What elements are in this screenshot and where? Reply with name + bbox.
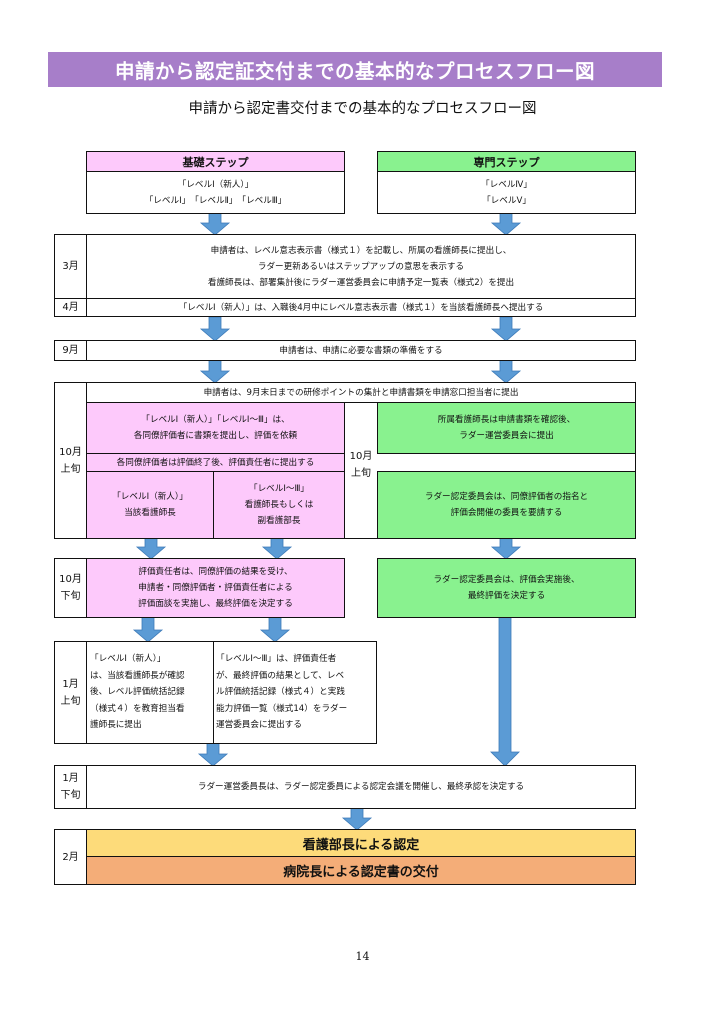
basic-level-list: 「レベルⅠ」 「レベルⅡ」 「レベルⅢ」	[144, 195, 287, 206]
time-october-early: 10月上旬	[54, 382, 87, 539]
page-number: 14	[355, 950, 370, 963]
evaluator-new-line-2: 当該看護師長	[124, 508, 176, 518]
final-evaluation-interview: 評価責任者は、同僚評価の結果を受け、 申請者・同僚評価者・評価責任者による 評価…	[86, 558, 345, 618]
flow-arrow	[490, 316, 522, 342]
record-submit-new: 「レベルⅠ（新人）」 は、当該看護師長が確認 後、レベル評価統括記録 （様式４）…	[86, 641, 214, 744]
evaluator-l13-line-2: 看護師長もしくは	[244, 500, 314, 510]
record-l13-line-2: が、最終評価の結果として、レベ	[216, 670, 345, 681]
record-l13-line-4: 能力評価一覧（様式14）をラダー	[216, 703, 348, 714]
committee-final-line-1: ラダー認定委員会は、評価会実施後、	[433, 575, 580, 585]
record-submit-level-1-3: 「レベルⅠ～Ⅲ」は、評価責任者 が、最終評価の結果として、レベ ル評価統括記録（…	[213, 641, 377, 744]
record-l13-line-5: 運営委員会に提出する	[216, 720, 302, 731]
april-step: 「レベルⅠ（新人）」は、入職後4月中にレベル意志表示書（様式１）を当該看護師長へ…	[86, 298, 636, 317]
september-text: 申請者は、申請に必要な書類の準備をする	[279, 345, 443, 356]
peer-request-line-1: 「レベルⅠ（新人）」「レベルⅠ～Ⅲ」は、	[141, 415, 290, 425]
flow-arrow	[490, 359, 522, 384]
expert-step-header: 専門ステップ	[377, 151, 636, 172]
flow-arrow	[341, 807, 373, 831]
peer-submit-text: 各同僚評価者は評価終了後、評価責任者に提出する	[116, 457, 315, 468]
final-approval-text: ラダー運営委員長は、ラダー認定委員による認定会議を開催し、最終承認を決定する	[197, 782, 525, 792]
record-l13-line-1: 「レベルⅠ～Ⅲ」は、評価責任者	[216, 654, 337, 665]
peer-request-line-2: 各同僚評価者に書類を提出し、評価を依頼	[133, 431, 298, 441]
head-nurse-line-1: 所属看護師長は申請書類を確認後、	[437, 415, 576, 425]
time-october-late: 10月下旬	[54, 558, 87, 618]
page-subtitle: 申請から認定書交付までの基本的なプロセスフロー図	[188, 101, 537, 117]
flow-arrow	[197, 742, 229, 767]
committee-nomination: ラダー認定委員会は、同僚評価者の指名と 評価会開催の委員を要請する	[377, 471, 636, 539]
september-step: 申請者は、申請に必要な書類の準備をする	[86, 340, 636, 361]
head-nurse-line-2: ラダー運営委員会に提出	[459, 431, 554, 441]
record-new-line-4: （様式４）を教育担当看	[90, 703, 185, 714]
interview-line-2: 申請者・同僚評価者・評価責任者による	[138, 583, 293, 593]
flow-arrow	[259, 616, 291, 643]
flow-arrow	[132, 616, 164, 643]
flow-arrow	[199, 212, 231, 236]
record-new-line-1: 「レベルⅠ（新人）」	[90, 654, 166, 665]
expert-step-levels: 「レベルⅣ」 「レベルⅤ」	[377, 171, 636, 214]
time-february: 2月	[54, 829, 87, 885]
committee-final-evaluation: ラダー認定委員会は、評価会実施後、 最終評価を決定する	[377, 558, 636, 618]
flow-arrow	[490, 212, 522, 236]
expert-level-5: 「レベルⅤ」	[482, 195, 531, 206]
flow-arrow	[490, 616, 520, 767]
final-approval-step: ラダー運営委員長は、ラダー認定委員による認定会議を開催し、最終承認を決定する	[86, 765, 636, 809]
record-new-line-5: 護師長に提出	[90, 720, 142, 731]
basic-level-new: 「レベルⅠ（新人）」	[177, 179, 254, 190]
evaluator-new: 「レベルⅠ（新人）」 当該看護師長	[86, 471, 214, 539]
basic-step-levels: 「レベルⅠ（新人）」 「レベルⅠ」 「レベルⅡ」 「レベルⅢ」	[86, 171, 345, 214]
interview-line-3: 評価面談を実施し、最終評価を決定する	[138, 599, 293, 609]
time-march: 3月	[54, 234, 87, 299]
october-early-submission: 申請者は、9月末日までの研修ポイントの集計と申請書類を申請窓口担当者に提出	[86, 382, 636, 403]
time-january-late: 1月下旬	[54, 765, 87, 809]
march-line-2: ラダー更新あるいはステップアップの意思を表示する	[257, 261, 465, 272]
march-line-1: 申請者は、レベル意志表示書（様式１）を記載し、所属の看護師長に提出し、	[210, 245, 512, 256]
banner-title: 申請から認定証交付までの基本的なプロセスフロー図	[48, 52, 662, 87]
flow-arrow	[135, 537, 167, 560]
flow-arrow	[199, 359, 231, 384]
flow-arrow	[261, 537, 293, 560]
certificate-issuance: 病院長による認定書の交付	[86, 856, 636, 885]
time-october-early-right: 10月上旬	[349, 451, 373, 479]
record-new-line-3: 後、レベル評価統括記録	[90, 687, 185, 698]
time-april: 4月	[54, 298, 87, 317]
peer-review-submit: 各同僚評価者は評価終了後、評価責任者に提出する	[86, 453, 345, 472]
committee-nomination-line-2: 評価会開催の委員を要請する	[450, 508, 563, 518]
evaluator-l13-line-3: 副看護部長	[257, 516, 301, 526]
record-new-line-2: は、当該看護師長が確認	[90, 670, 185, 681]
basic-step-header: 基礎ステップ	[86, 151, 345, 172]
director-certification: 看護部長による認定	[86, 829, 636, 857]
peer-review-request: 「レベルⅠ（新人）」「レベルⅠ～Ⅲ」は、 各同僚評価者に書類を提出し、評価を依頼	[86, 402, 345, 454]
evaluator-l13-line-1: 「レベルⅠ～Ⅲ」	[248, 484, 310, 494]
october-submission-text: 申請者は、9月末日までの研修ポイントの集計と申請書類を申請窓口担当者に提出	[203, 387, 519, 398]
committee-final-line-2: 最終評価を決定する	[467, 591, 546, 601]
evaluator-new-line-1: 「レベルⅠ（新人）」	[112, 492, 188, 502]
interview-line-1: 評価責任者は、同僚評価の結果を受け、	[138, 567, 293, 577]
head-nurse-review: 所属看護師長は申請書類を確認後、 ラダー運営委員会に提出	[377, 402, 636, 454]
expert-level-4: 「レベルⅣ」	[481, 179, 532, 190]
committee-nomination-line-1: ラダー認定委員会は、同僚評価者の指名と	[424, 492, 589, 502]
march-step: 申請者は、レベル意志表示書（様式１）を記載し、所属の看護師長に提出し、 ラダー更…	[86, 234, 636, 299]
flow-arrow	[490, 537, 522, 560]
flow-arrow	[199, 316, 231, 342]
march-line-3: 看護師長は、部署集計後にラダー運営委員会に申請予定一覧表（様式2）を提出	[207, 277, 515, 288]
record-l13-line-3: ル評価統括記録（様式４）と実践	[216, 687, 345, 698]
april-text: 「レベルⅠ（新人）」は、入職後4月中にレベル意志表示書（様式１）を当該看護師長へ…	[178, 302, 544, 313]
time-january-early: 1月上旬	[54, 641, 87, 744]
evaluator-level-1-3: 「レベルⅠ～Ⅲ」 看護師長もしくは 副看護部長	[213, 471, 345, 539]
time-september: 9月	[54, 340, 87, 361]
